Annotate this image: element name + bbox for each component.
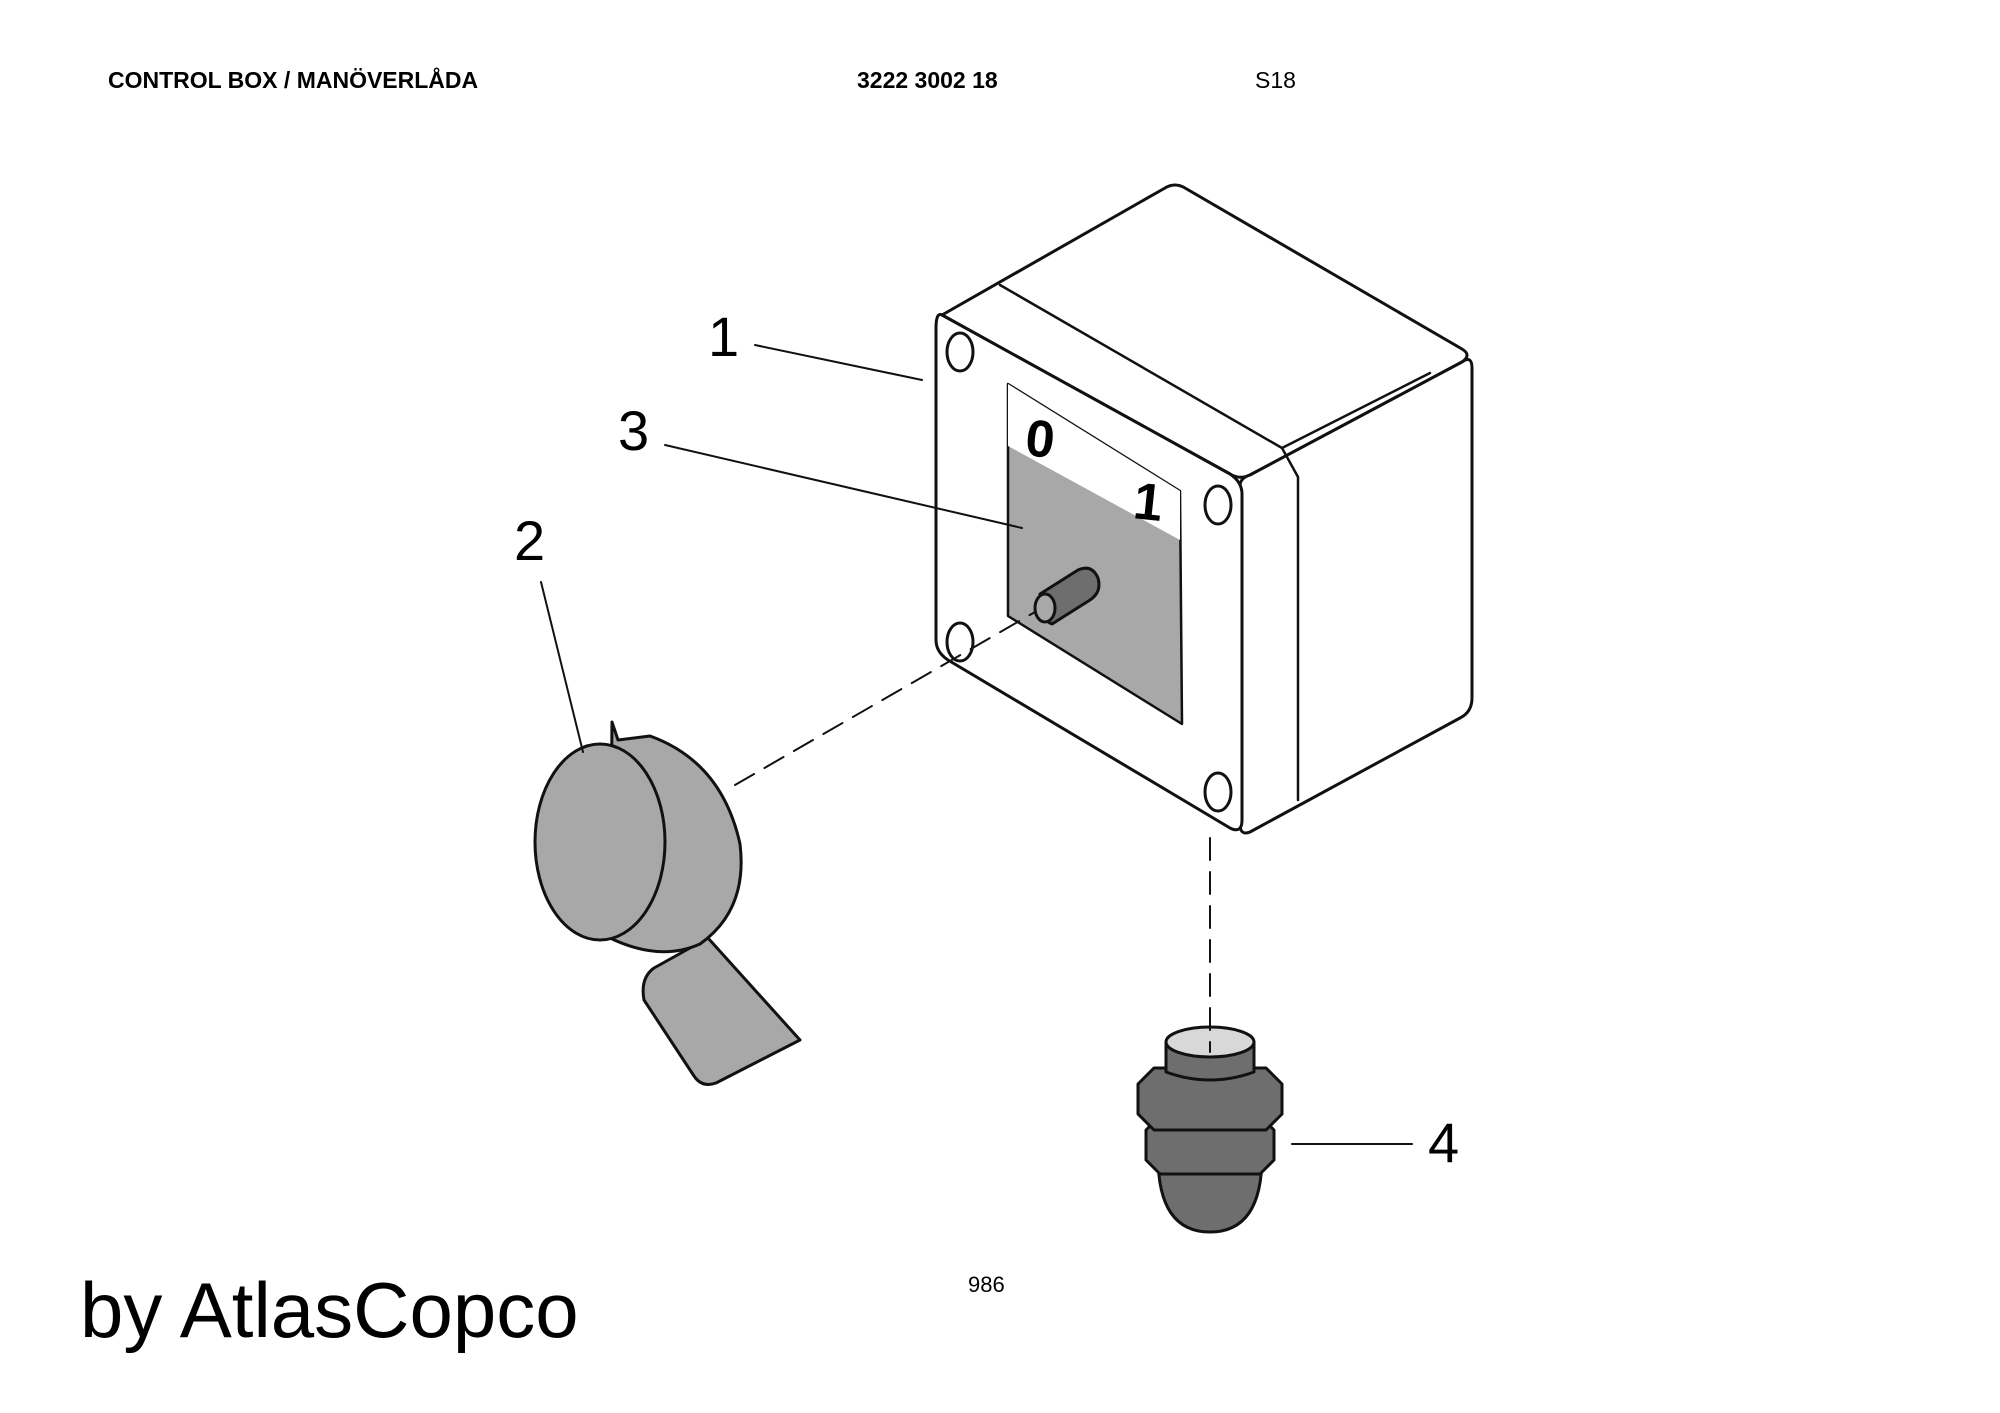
- leader-line-1: [754, 344, 923, 381]
- page-number: 986: [968, 1272, 1005, 1297]
- switch-position-1: 1: [1131, 472, 1166, 533]
- screw-top-right: [1203, 484, 1233, 526]
- control-box: [934, 183, 1474, 835]
- callout-3: 3: [618, 399, 649, 462]
- screw-top-left: [945, 331, 975, 373]
- handle-lever: [641, 936, 802, 1086]
- control-box-lid-seam: [998, 283, 1432, 802]
- handle-assembly-line: [734, 611, 1036, 786]
- screw-bottom-right: [1203, 771, 1233, 813]
- switch-position-0: 0: [1023, 409, 1058, 470]
- sheet-code: S18: [1255, 67, 1296, 93]
- corner-screws: [945, 331, 1233, 813]
- rotary-handle: [533, 720, 802, 1086]
- handle-cap: [533, 742, 667, 942]
- document-title: CONTROL BOX / MANÖVERLÅDA: [108, 67, 479, 93]
- control-box-top-face: [940, 183, 1469, 479]
- switch-label-white-band: [1008, 384, 1180, 540]
- callout-2: 2: [514, 509, 545, 572]
- callout-1: 1: [708, 305, 739, 368]
- screw-bottom-left: [945, 621, 975, 663]
- brand-signature: by AtlasCopco: [80, 1266, 579, 1354]
- callout-4: 4: [1428, 1111, 1459, 1174]
- leader-lines: [540, 344, 1413, 1145]
- leader-line-2: [540, 581, 584, 753]
- leader-line-3: [664, 444, 1023, 529]
- switch-shaft-end: [1033, 592, 1057, 624]
- assembly-lines: [734, 611, 1211, 1053]
- part-number: 3222 3002 18: [857, 67, 998, 93]
- cable-gland: [1136, 1025, 1284, 1234]
